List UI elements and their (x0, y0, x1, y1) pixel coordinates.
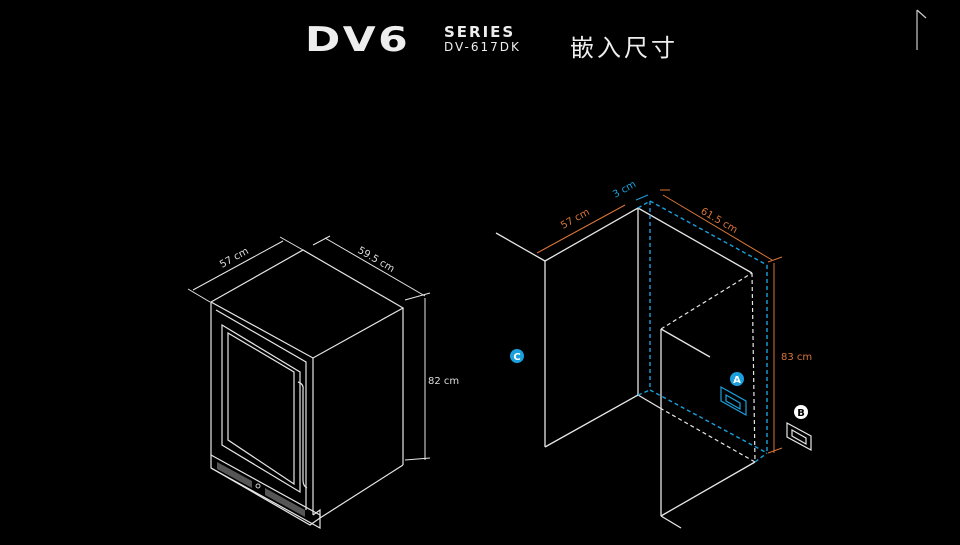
niche-width-label: 57 cm (559, 207, 592, 232)
gap-label: 3 cm (611, 179, 638, 201)
svg-text:C: C (513, 352, 520, 363)
marker-b-badge: B (794, 405, 808, 419)
wine-fridge-drawing (209, 249, 405, 530)
svg-text:B: B (797, 408, 805, 419)
marker-a-badge: A (730, 372, 744, 386)
corner-mark-icon (916, 9, 927, 50)
gap-dimension-line (635, 194, 649, 201)
ventilation-gap-outline (637, 200, 768, 463)
niche-depth-label: 61.5 cm (699, 206, 740, 236)
cabinet-hidden-edges (659, 272, 756, 463)
socket-a-icon (720, 385, 747, 417)
brand-logo: DV6 (305, 20, 411, 60)
cabinet-niche-drawing (495, 207, 756, 529)
model-number: DV-617DK (444, 40, 521, 54)
fridge-depth-label: 59.5 cm (356, 245, 397, 275)
socket-b-icon (786, 421, 812, 452)
marker-c-badge: C (510, 349, 524, 363)
fridge-dimension-lines (187, 235, 431, 461)
niche-height-label: 83 cm (781, 352, 812, 363)
cabinet-dimension-lines (536, 189, 783, 454)
svg-text:A: A (733, 375, 741, 386)
fridge-height-label: 82 cm (428, 376, 459, 387)
lock-icon (255, 483, 261, 489)
series-label: SERIES (444, 23, 516, 41)
page-title: 嵌入尺寸 (570, 34, 678, 62)
fridge-vent-grille (217, 462, 305, 517)
